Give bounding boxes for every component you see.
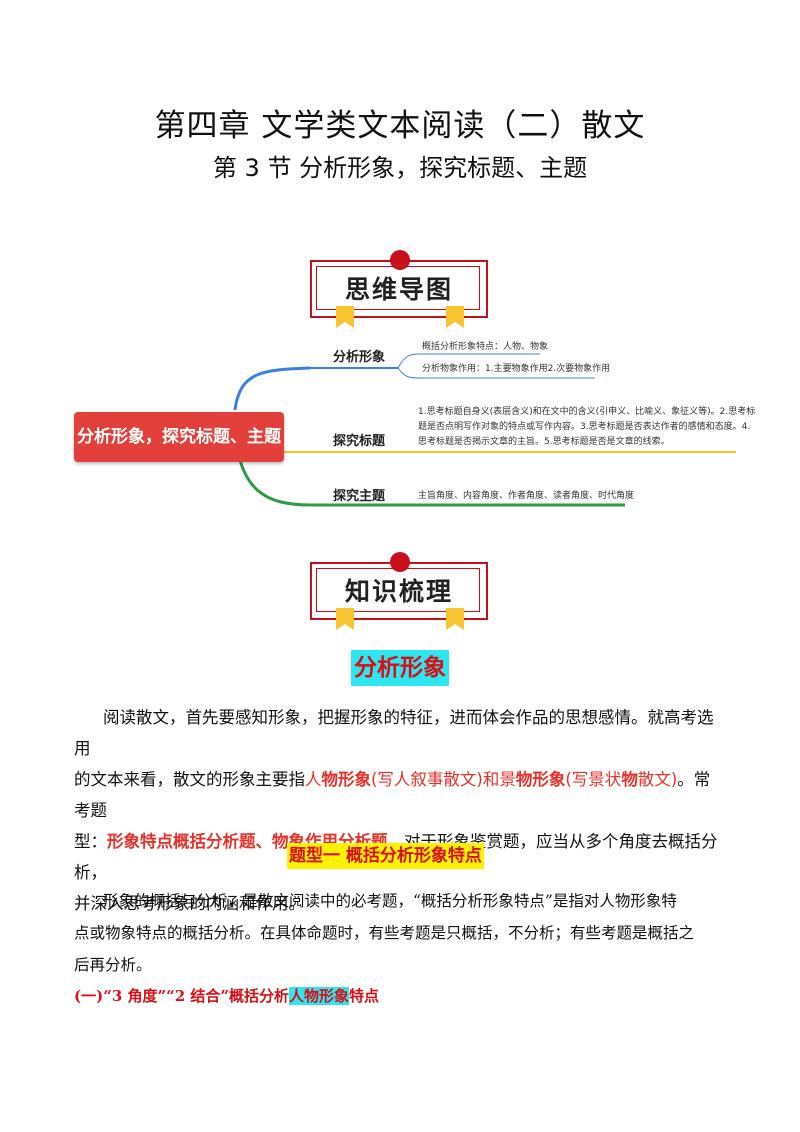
- mindmap-banner: 思维导图: [310, 250, 490, 330]
- branch-analyze-image: 分析形象: [333, 350, 386, 365]
- body-line-3: 后再分析。: [74, 956, 152, 974]
- leaf-underline-1: [397, 353, 540, 369]
- banner-pin-icon: [390, 552, 410, 572]
- chapter-title: 第四章 文学类文本阅读（二）散文: [154, 108, 646, 144]
- ribbon-icon: [336, 306, 354, 328]
- leaf-underline-2: [397, 367, 595, 379]
- ribbon-icon: [446, 306, 464, 328]
- intro-line-2: 的文本来看，散文的形象主要指人物形象(写人叙事散文)和景物形象(写景状物散文)。…: [74, 770, 711, 820]
- mindmap-root-node: 分析形象，探究标题、主题: [74, 412, 284, 462]
- leaf-text: 主旨角度、内容角度、作者角度、读者角度、时代角度: [418, 491, 635, 501]
- sub-heading: (一)“3 角度”“2 结合”概括分析人物形象特点: [74, 987, 380, 1005]
- intro-line-4: 并深入思考形象的内涵和作用。: [74, 894, 305, 913]
- body-line-1: 形象的概括与分析，是散文阅读中的必考题，“概括分析形象特点”是指对人物形象特: [103, 892, 677, 910]
- body-line-2: 点或物象特点的概括分析。在具体命题时，有些考题是只概括，不分析；有些考题是概括之: [74, 924, 695, 942]
- leaf-text: 题是否点明写作对象的特点或写作内容。3.思考标题是否表达作者的感情和态度。4.: [418, 422, 751, 432]
- banner-pin-icon: [390, 250, 410, 270]
- leaf-text: 思考标题是否揭示文章的主旨。5.思考标题是否是文章的线索。: [418, 437, 670, 447]
- leaf-text: 1.思考标题自身义(表层含义)和在文中的含义(引申义、比喻义、象征义等)。2.思…: [418, 407, 756, 417]
- ribbon-icon: [446, 608, 464, 630]
- intro-paragraph: 阅读散文，首先要感知形象，把握形象的特征，进而体会作品的思想感情。就高考选用 的…: [74, 702, 726, 919]
- branch-explore-theme: 探究主题: [333, 489, 386, 504]
- body-paragraph: 形象的概括与分析，是散文阅读中的必考题，“概括分析形象特点”是指对人物形象特 点…: [74, 885, 726, 981]
- ribbon-icon: [336, 608, 354, 630]
- branch-explore-title: 探究标题: [333, 434, 386, 449]
- leaf-text: 概括分析形象特点：人物、物象: [422, 342, 549, 352]
- category-heading: 分析形象: [351, 650, 449, 686]
- type-heading: 题型一 概括分析形象特点: [287, 843, 484, 869]
- mindmap-banner-label: 思维导图: [344, 275, 453, 304]
- knowledge-banner-label: 知识梳理: [344, 577, 453, 606]
- intro-line-1: 阅读散文，首先要感知形象，把握形象的特征，进而体会作品的思想感情。就高考选用: [74, 708, 714, 758]
- knowledge-banner: 知识梳理: [310, 552, 490, 632]
- section-title: 第 3 节 分析形象，探究标题、主题: [212, 154, 588, 182]
- branch-connector-1: [233, 366, 311, 411]
- leaf-text: 分析物象作用：1.主要物象作用2.次要物象作用: [422, 364, 611, 374]
